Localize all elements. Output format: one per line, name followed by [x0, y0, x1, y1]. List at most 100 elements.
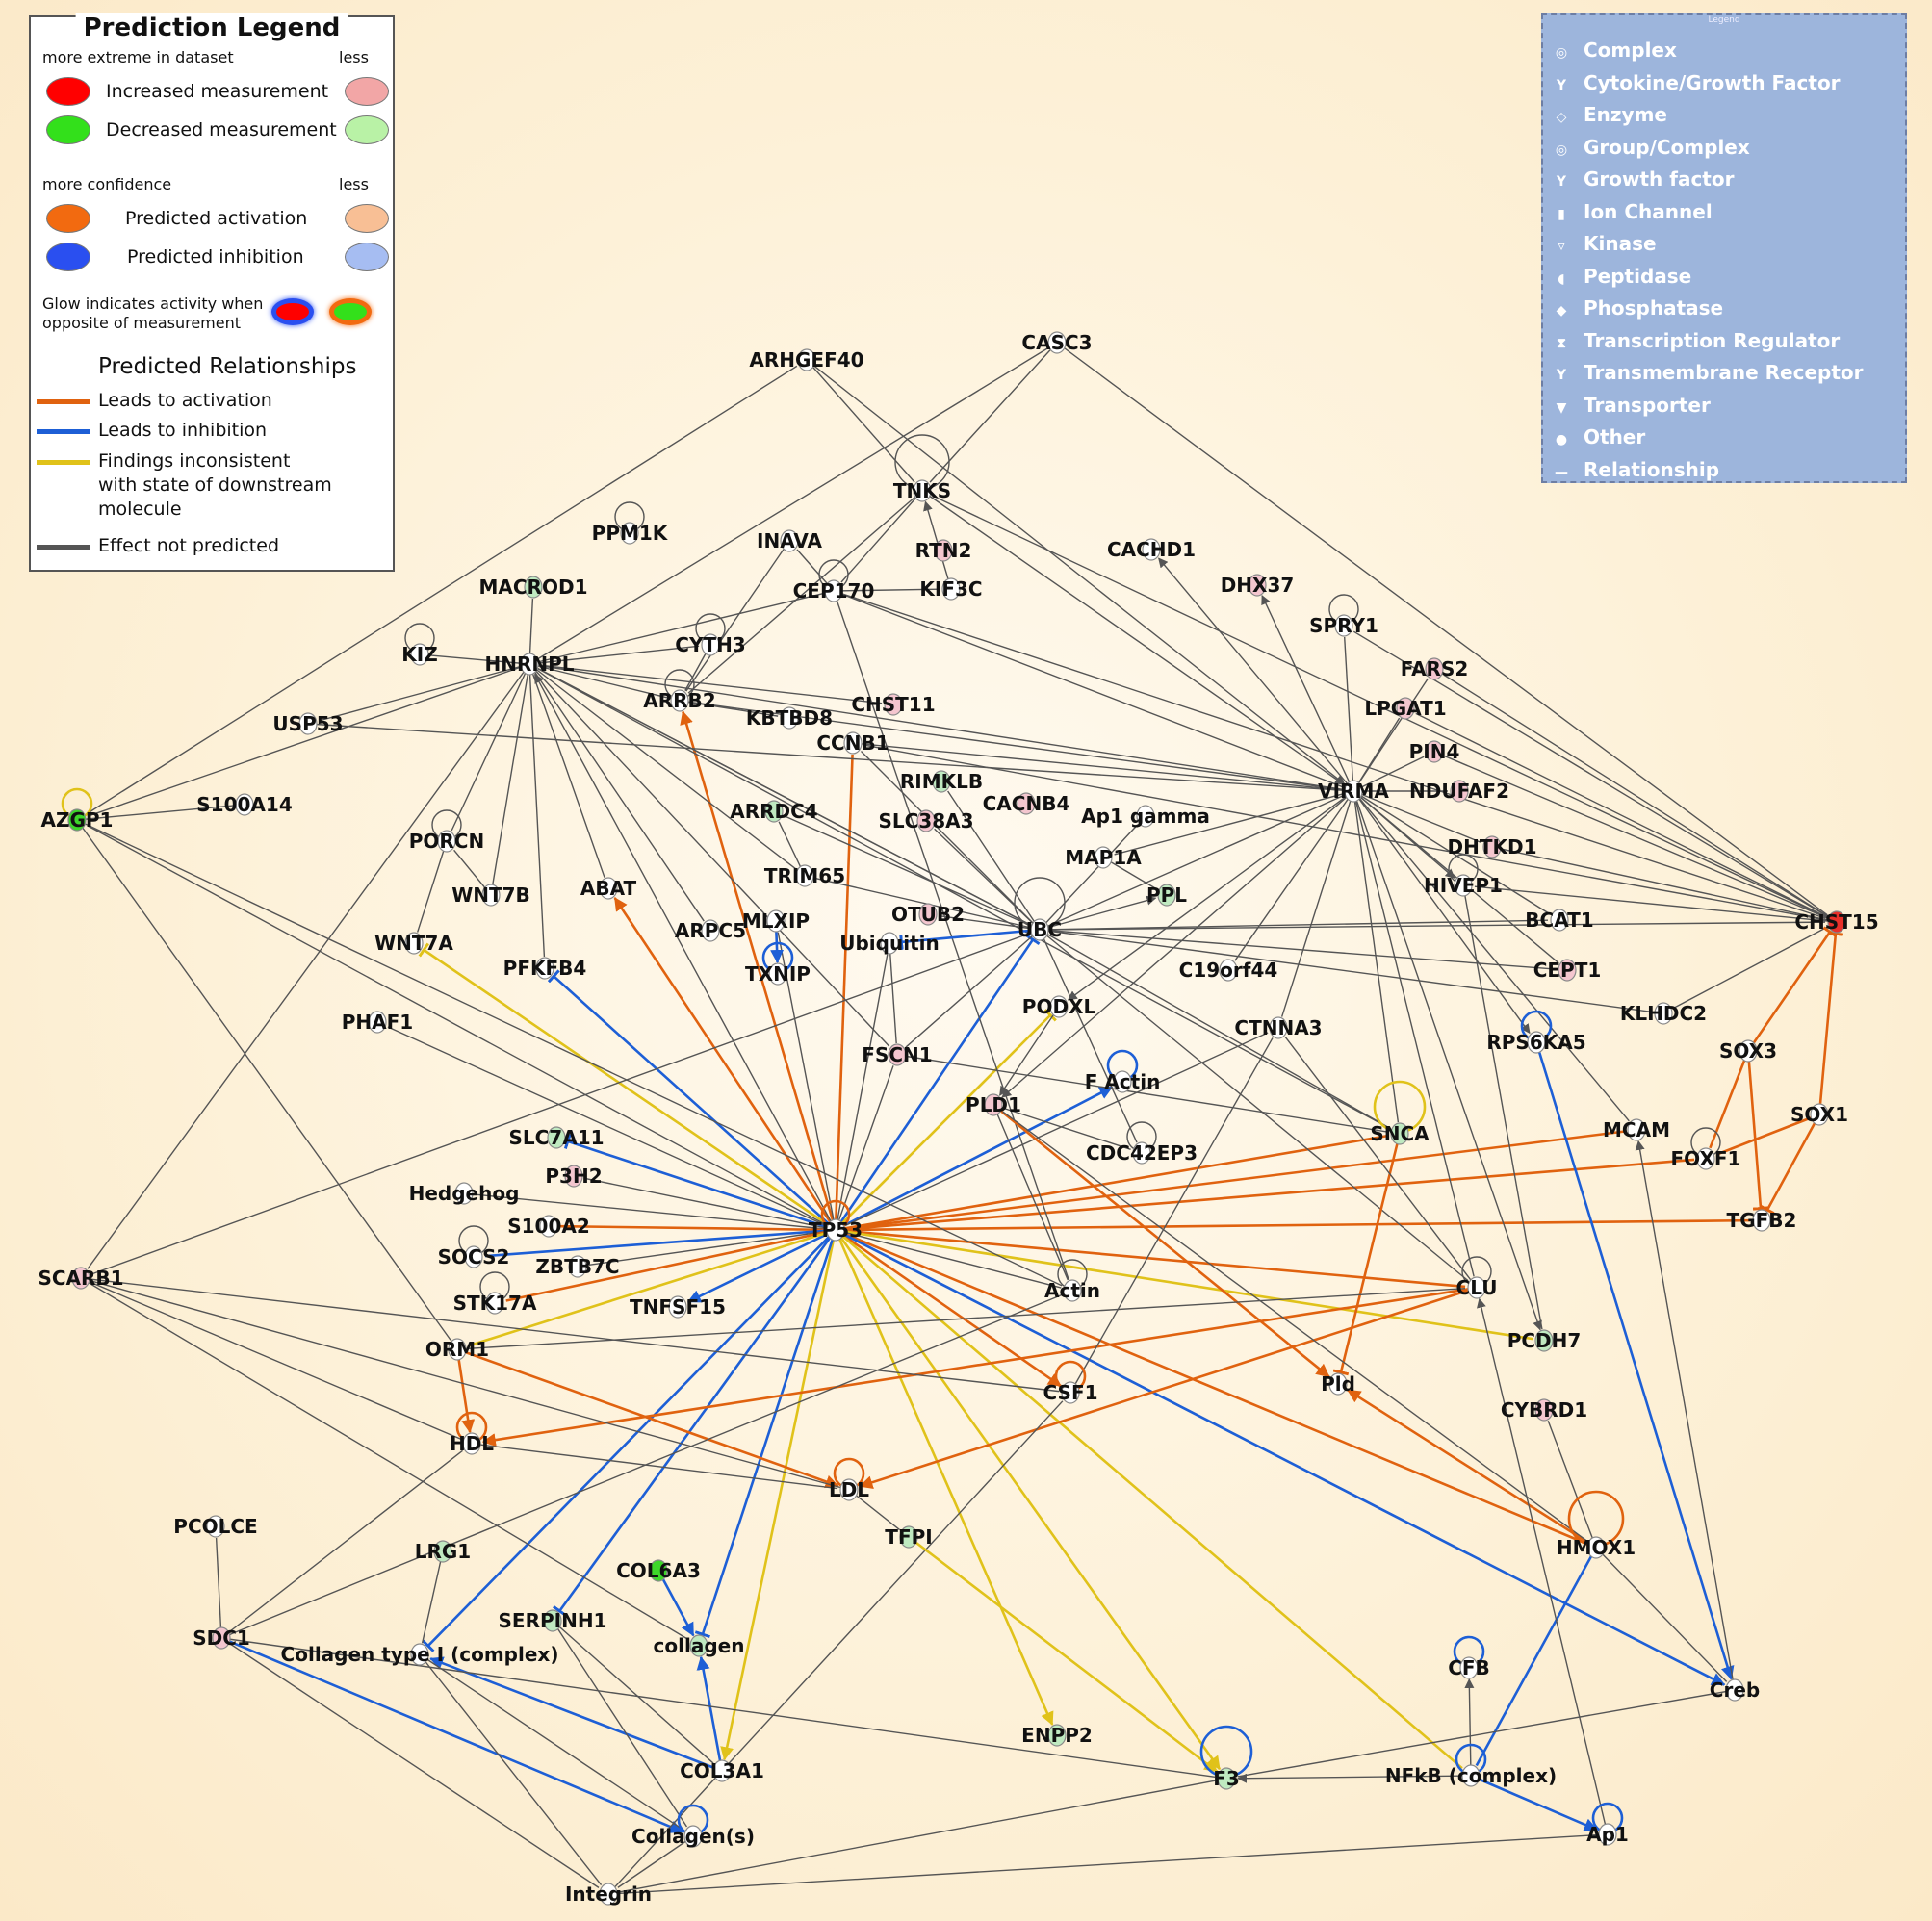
- node-tp53[interactable]: TP53: [809, 1218, 863, 1242]
- node-hedgehog[interactable]: Hedgehog: [409, 1182, 520, 1205]
- node-socs2[interactable]: SOCS2: [438, 1245, 510, 1268]
- node-bcat1[interactable]: BCAT1: [1525, 909, 1593, 932]
- node-enpp2[interactable]: ENPP2: [1021, 1724, 1093, 1747]
- node-zbtb7c[interactable]: ZBTB7C: [535, 1255, 619, 1278]
- node-otub2[interactable]: OTUB2: [891, 903, 965, 926]
- node-kif3c[interactable]: KIF3C: [919, 577, 982, 601]
- node-actin[interactable]: Actin: [1044, 1279, 1100, 1302]
- node-arrb2[interactable]: ARRB2: [643, 689, 715, 712]
- node-pld1[interactable]: PLD1: [966, 1093, 1021, 1116]
- node-sdc1[interactable]: SDC1: [193, 1626, 250, 1650]
- node-ap1[interactable]: Ap1: [1586, 1823, 1629, 1846]
- node-pcdh7[interactable]: PCDH7: [1507, 1329, 1582, 1352]
- node-abat[interactable]: ABAT: [580, 877, 637, 900]
- node-cfb[interactable]: CFB: [1448, 1656, 1490, 1679]
- node-c19orf44[interactable]: C19orf44: [1179, 959, 1278, 982]
- node-chst15[interactable]: CHST15: [1794, 910, 1878, 934]
- node-s100a14[interactable]: S100A14: [196, 793, 292, 816]
- node-creb[interactable]: Creb: [1710, 1678, 1760, 1702]
- node-arrdc4[interactable]: ARRDC4: [730, 800, 817, 823]
- node-ctnna3[interactable]: CTNNA3: [1234, 1016, 1322, 1039]
- node-chst11[interactable]: CHST11: [851, 693, 935, 716]
- node-stk17a[interactable]: STK17A: [453, 1292, 537, 1315]
- node-collagen[interactable]: collagen: [654, 1634, 745, 1657]
- node-slc38a3[interactable]: SLC38A3: [878, 809, 973, 832]
- node-cdc42ep3[interactable]: CDC42EP3: [1086, 1141, 1198, 1165]
- node-tnfsf15[interactable]: TNFSF15: [630, 1295, 726, 1319]
- node-factin[interactable]: F Actin: [1085, 1070, 1161, 1093]
- node-snca[interactable]: SNCA: [1370, 1122, 1430, 1145]
- node-hnrnpl[interactable]: HNRNPL: [484, 653, 574, 676]
- node-cyth3[interactable]: CYTH3: [675, 633, 745, 656]
- node-p3h2[interactable]: P3H2: [545, 1165, 602, 1188]
- node-rtn2[interactable]: RTN2: [915, 539, 972, 562]
- node-cacnb4[interactable]: CACNB4: [983, 792, 1070, 815]
- node-col6a3[interactable]: COL6A3: [616, 1559, 701, 1582]
- node-arhgef40[interactable]: ARHGEF40: [749, 348, 863, 371]
- node-ubc[interactable]: UBC: [1018, 918, 1062, 941]
- node-pin4[interactable]: PIN4: [1409, 740, 1460, 763]
- node-trim65[interactable]: TRIM65: [764, 864, 845, 887]
- node-spry1[interactable]: SPRY1: [1309, 614, 1378, 637]
- node-kbtbd8[interactable]: KBTBD8: [746, 706, 833, 730]
- node-f3[interactable]: F3: [1213, 1767, 1240, 1790]
- node-pcolce[interactable]: PCOLCE: [173, 1515, 257, 1538]
- node-tnks[interactable]: TNKS: [893, 479, 951, 502]
- node-ccnb1[interactable]: CCNB1: [816, 731, 889, 755]
- node-inava[interactable]: INAVA: [757, 529, 822, 552]
- node-scarb1[interactable]: SCARB1: [38, 1267, 123, 1290]
- node-tgfb2[interactable]: TGFB2: [1727, 1209, 1797, 1232]
- node-fscn1[interactable]: FSCN1: [862, 1043, 932, 1066]
- node-klhdc2[interactable]: KLHDC2: [1620, 1002, 1707, 1025]
- node-mlxip[interactable]: MLXIP: [742, 909, 810, 933]
- node-pfkfb4[interactable]: PFKFB4: [503, 957, 587, 980]
- node-cachd1[interactable]: CACHD1: [1107, 538, 1196, 561]
- node-cybrd1[interactable]: CYBRD1: [1501, 1398, 1587, 1422]
- node-fars2[interactable]: FARS2: [1401, 657, 1469, 680]
- node-collagentypei[interactable]: Collagen type I (complex): [281, 1643, 559, 1666]
- node-serpinh1[interactable]: SERPINH1: [499, 1609, 607, 1632]
- node-sox3[interactable]: SOX3: [1719, 1039, 1777, 1063]
- node-hdl[interactable]: HDL: [450, 1432, 494, 1455]
- node-slc7a11[interactable]: SLC7A11: [508, 1126, 604, 1149]
- node-rps6ka5[interactable]: RPS6KA5: [1486, 1031, 1585, 1054]
- node-col3a1[interactable]: COL3A1: [680, 1759, 764, 1782]
- node-ubiquitin[interactable]: Ubiquitin: [839, 932, 939, 955]
- node-nfkb[interactable]: NFkB (complex): [1385, 1764, 1557, 1787]
- node-porcn[interactable]: PORCN: [409, 830, 484, 853]
- node-ppm1k[interactable]: PPM1K: [592, 522, 669, 545]
- node-kiz[interactable]: KIZ: [401, 643, 437, 666]
- node-lrg1[interactable]: LRG1: [415, 1540, 471, 1563]
- node-ldl[interactable]: LDL: [829, 1478, 869, 1501]
- node-dhtkd1[interactable]: DHTKD1: [1448, 835, 1537, 858]
- node-usp53[interactable]: USP53: [272, 712, 343, 735]
- node-clu[interactable]: CLU: [1456, 1276, 1498, 1299]
- node-txnip[interactable]: TXNIP: [745, 962, 811, 986]
- node-wnt7b[interactable]: WNT7B: [451, 884, 530, 907]
- node-foxf1[interactable]: FOXF1: [1671, 1147, 1741, 1170]
- node-ap1gamma[interactable]: Ap1 gamma: [1081, 805, 1210, 828]
- node-wnt7a[interactable]: WNT7A: [374, 932, 453, 955]
- node-pld[interactable]: Pld: [1321, 1372, 1355, 1396]
- node-ppl[interactable]: PPL: [1146, 884, 1187, 907]
- node-virma[interactable]: VIRMA: [1318, 780, 1389, 803]
- node-map1a[interactable]: MAP1A: [1065, 846, 1142, 869]
- node-mcam[interactable]: MCAM: [1603, 1118, 1670, 1141]
- node-orm1[interactable]: ORM1: [425, 1338, 489, 1361]
- node-azgp1[interactable]: AZGP1: [41, 808, 114, 832]
- node-arpc5[interactable]: ARPC5: [675, 919, 746, 942]
- node-hmox1[interactable]: HMOX1: [1557, 1536, 1636, 1559]
- node-lpgat1[interactable]: LPGAT1: [1364, 697, 1446, 720]
- node-csf1[interactable]: CSF1: [1043, 1381, 1097, 1404]
- node-integrin[interactable]: Integrin: [565, 1883, 652, 1906]
- node-cep170[interactable]: CEP170: [793, 579, 875, 602]
- node-cept1[interactable]: CEPT1: [1533, 959, 1602, 982]
- node-rimklb[interactable]: RIMKLB: [900, 770, 983, 793]
- node-podxl[interactable]: PODXL: [1022, 995, 1096, 1018]
- node-s100a2[interactable]: S100A2: [507, 1215, 590, 1238]
- node-casc3[interactable]: CASC3: [1021, 331, 1092, 354]
- node-dhx37[interactable]: DHX37: [1221, 574, 1295, 597]
- node-collagens[interactable]: Collagen(s): [631, 1825, 755, 1848]
- node-tfpi[interactable]: TFPI: [885, 1525, 932, 1549]
- node-macrod1[interactable]: MACROD1: [479, 576, 588, 599]
